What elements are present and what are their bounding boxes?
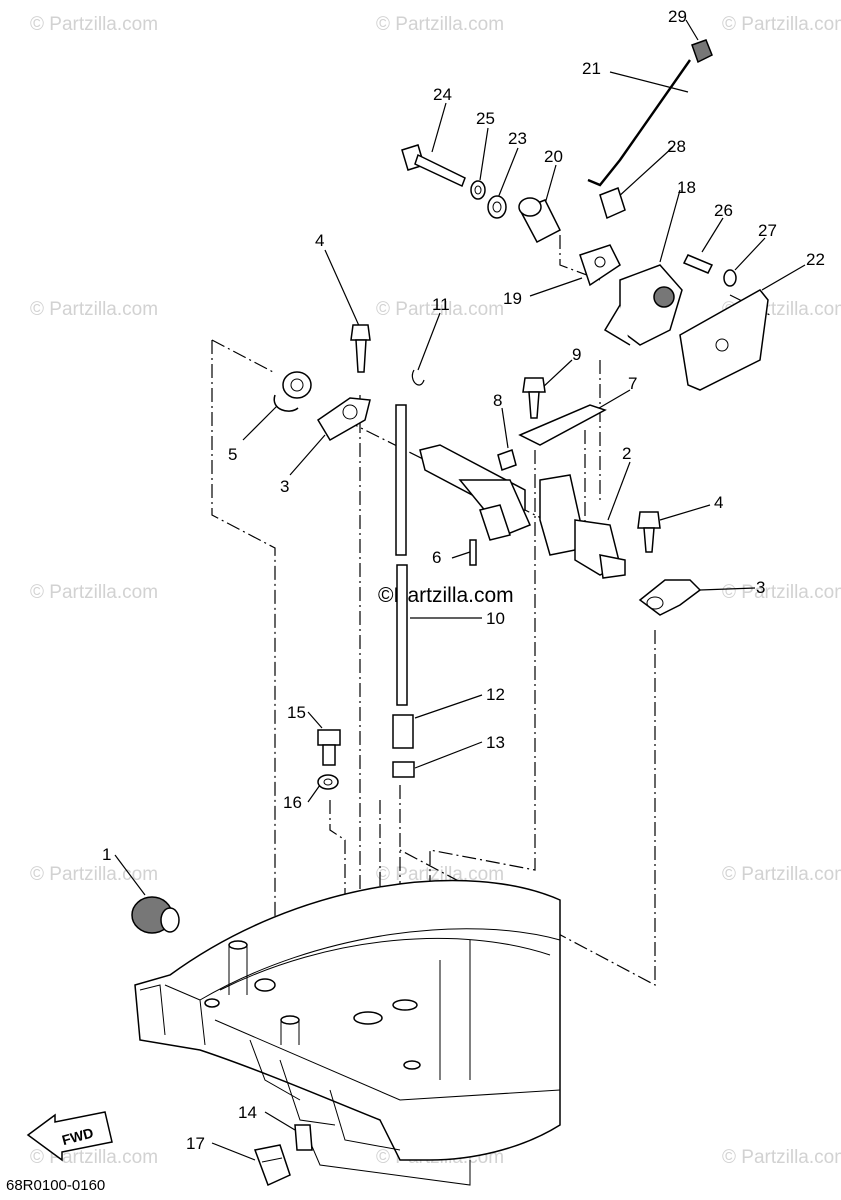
watermark: © Partzilla.com xyxy=(30,299,158,320)
callout-27: 27 xyxy=(758,221,777,240)
part-2-shaft-assembly xyxy=(419,444,626,579)
callout-8: 8 xyxy=(493,391,502,410)
part-6-pin xyxy=(469,539,477,566)
part-4-bolt-right xyxy=(637,511,661,553)
watermark: © Partzilla.com xyxy=(30,582,158,603)
callout-7: 7 xyxy=(628,374,637,393)
callout-9: 9 xyxy=(572,345,581,364)
part-21-rod xyxy=(587,59,691,187)
fwd-arrow: FWD xyxy=(26,1111,113,1162)
callout-17: 17 xyxy=(186,1134,205,1153)
callout-11: 11 xyxy=(432,295,450,314)
part-8-clip xyxy=(497,449,517,471)
part-16-washer xyxy=(317,774,339,790)
part-5-clip xyxy=(273,371,312,412)
callout-4-upper: 4 xyxy=(315,231,324,250)
callout-2: 2 xyxy=(622,444,631,463)
part-11-clip xyxy=(411,369,425,386)
watermarks: © Partzilla.com © Partzilla.com © Partzi… xyxy=(30,14,841,1168)
callout-22: 22 xyxy=(806,250,825,269)
callout-16: 16 xyxy=(283,793,302,812)
callout-5: 5 xyxy=(228,445,237,464)
callout-23: 23 xyxy=(508,129,527,148)
part-15-bolt xyxy=(317,729,341,766)
callouts: 29 21 24 25 23 20 28 18 26 27 22 19 4 11… xyxy=(102,7,825,1153)
part-22-bracket xyxy=(679,289,769,391)
callout-20: 20 xyxy=(544,147,563,166)
callout-15: 15 xyxy=(287,703,306,722)
watermark: © Partzilla.com xyxy=(376,14,504,35)
callout-28: 28 xyxy=(667,137,686,156)
watermark: © Partzilla.com xyxy=(722,864,841,885)
part-9-bolt xyxy=(522,377,546,419)
callout-4-right: 4 xyxy=(714,493,723,512)
part-3-joint-right xyxy=(638,579,702,616)
part-13-nut xyxy=(392,761,415,778)
part-24-bolt xyxy=(401,144,466,188)
callout-1: 1 xyxy=(102,845,111,864)
callout-10: 10 xyxy=(486,609,505,628)
watermark: © Partzilla.com xyxy=(376,299,504,320)
center-watermark: ©Partzilla.com xyxy=(378,584,514,607)
fwd-label: FWD xyxy=(60,1124,95,1148)
part-26-bolt xyxy=(682,254,714,274)
watermark: © Partzilla.com xyxy=(722,14,841,35)
watermark: © Partzilla.com xyxy=(30,14,158,35)
callout-21: 21 xyxy=(582,59,601,78)
part-3-joint-upper xyxy=(316,397,371,442)
part-14-clip xyxy=(294,1124,313,1151)
watermark: © Partzilla.com xyxy=(30,864,158,885)
callout-3-upper: 3 xyxy=(280,477,289,496)
part-1-grommet xyxy=(131,896,180,934)
callout-14: 14 xyxy=(238,1103,257,1122)
watermark: © Partzilla.com xyxy=(722,1147,841,1168)
part-18-throttle-cam xyxy=(603,264,683,346)
callout-6: 6 xyxy=(432,548,441,567)
callout-18: 18 xyxy=(677,178,696,197)
part-17-holder xyxy=(253,1144,291,1187)
diagram-code: 68R0100-0160 xyxy=(6,1177,105,1194)
callout-25: 25 xyxy=(476,109,495,128)
part-19-lever xyxy=(579,244,621,287)
part-28-joint xyxy=(599,187,626,220)
watermark: © Partzilla.com xyxy=(376,864,504,885)
part-25-washer xyxy=(470,180,486,200)
callout-12: 12 xyxy=(486,685,505,704)
callout-29: 29 xyxy=(668,7,687,26)
callout-26: 26 xyxy=(714,201,733,220)
callout-24: 24 xyxy=(433,85,452,104)
part-23-washer xyxy=(487,195,507,219)
part-12-sleeve xyxy=(392,714,414,749)
callout-19: 19 xyxy=(503,289,522,308)
lower-casing xyxy=(134,879,561,1186)
watermark: © Partzilla.com xyxy=(722,582,841,603)
part-7-plate xyxy=(518,404,607,446)
leader-lines xyxy=(114,19,806,1161)
part-29-nut xyxy=(691,39,713,64)
part-27-washer xyxy=(723,269,737,287)
callout-13: 13 xyxy=(486,733,505,752)
callout-3-right: 3 xyxy=(756,578,765,597)
part-20-collar xyxy=(518,197,562,244)
part-4-bolt-upper xyxy=(350,324,371,373)
part-10-rod xyxy=(395,404,408,706)
